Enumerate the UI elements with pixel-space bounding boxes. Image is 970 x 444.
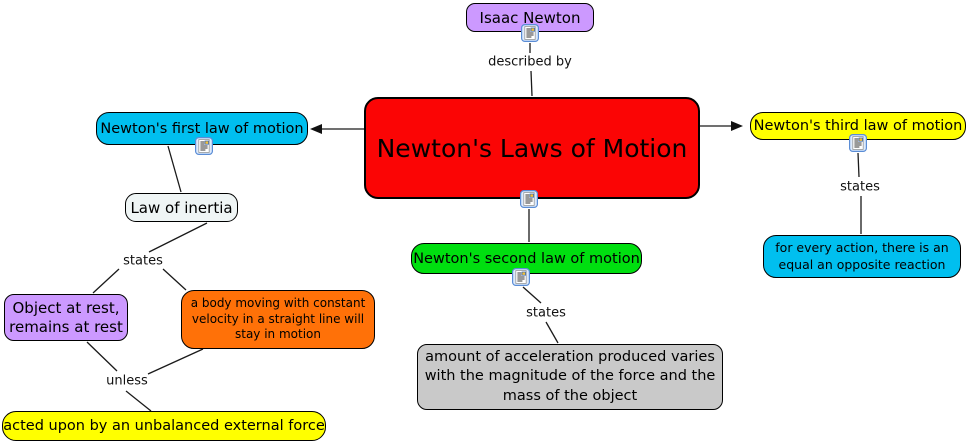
node-acceleration-description[interactable]: amount of acceleration produced varies w… [417,344,723,410]
node-law-of-inertia[interactable]: Law of inertia [125,193,238,222]
node-constant-velocity[interactable]: a body moving with constant velocity in … [181,290,375,349]
document-resource-icon [849,134,867,152]
connector-third-to-states [857,152,860,178]
connector-second-to-states [522,286,542,304]
node-third-law[interactable]: Newton's third law of motion [750,112,966,140]
connector-states-to-accel [545,321,559,344]
node-first-law[interactable]: Newton's first law of motion [96,112,308,145]
resource-icon[interactable] [849,134,867,152]
connector-inertia-to-states [148,222,208,253]
link-label-states-third-law[interactable]: states [840,179,880,195]
connector-rest-to-unless [86,341,118,372]
node-unbalanced-force[interactable]: acted upon by an unbalanced external for… [2,411,326,441]
connector-label-to-main [530,70,533,97]
connector-states-to-rest [92,268,120,294]
node-newtons-laws-of-motion[interactable]: Newton's Laws of Motion [364,97,700,199]
resource-icon[interactable] [521,24,539,42]
document-resource-icon [195,137,213,155]
connector-states-to-body [162,268,187,291]
arrowhead-right [731,121,743,131]
connector-first-to-inertia [167,145,182,193]
resource-icon[interactable] [520,190,538,208]
connector-unless-to-force [125,390,152,412]
document-resource-icon [520,190,538,208]
node-object-at-rest[interactable]: Object at rest, remains at rest [4,294,128,341]
link-label-states-second-law[interactable]: states [526,305,566,321]
resource-icon[interactable] [195,137,213,155]
link-label-unless[interactable]: unless [106,373,148,389]
connector-body-to-unless [147,348,204,375]
document-resource-icon [521,24,539,42]
link-label-states-first-law[interactable]: states [123,253,163,269]
document-resource-icon [512,268,530,286]
resource-icon[interactable] [512,268,530,286]
node-action-reaction[interactable]: for every action, there is an equal an o… [763,235,961,278]
arrowhead-left [310,124,322,134]
link-label-described-by[interactable]: described by [488,54,572,70]
